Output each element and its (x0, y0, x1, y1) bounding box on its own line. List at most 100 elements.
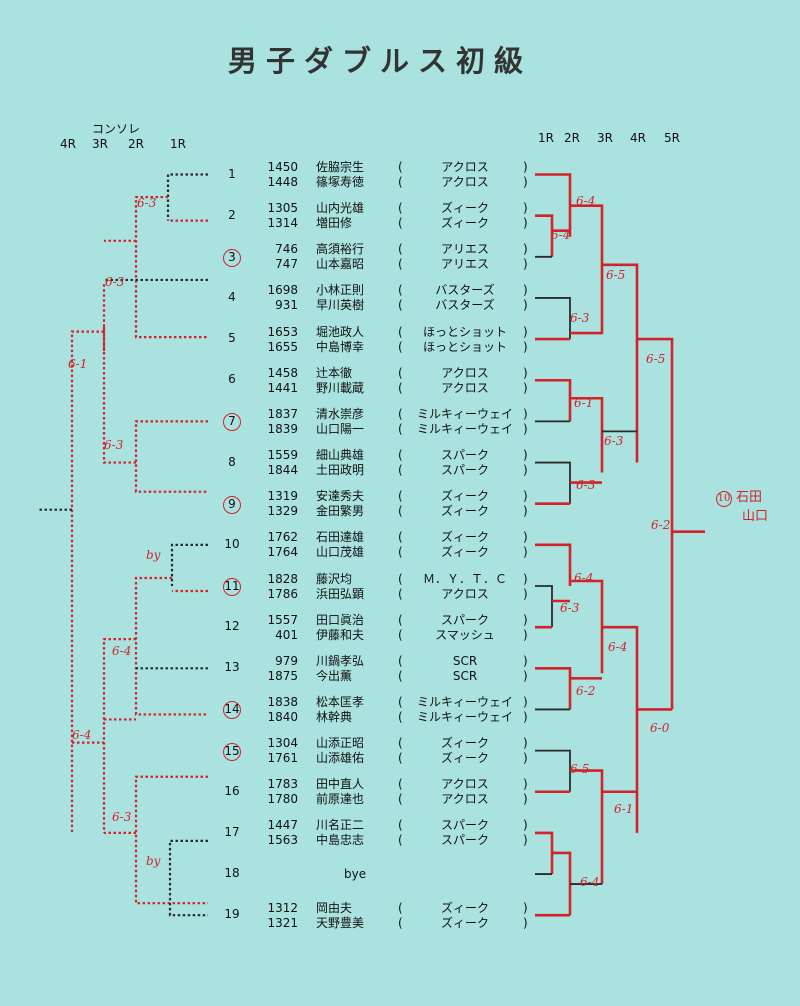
player-name: 松本匡孝 (316, 694, 365, 709)
paren-close: ) (523, 694, 528, 709)
paren-open: ( (398, 627, 403, 642)
player-club: SCR (452, 668, 478, 683)
seed-label: 11 (223, 578, 241, 596)
player-id: 1762 (267, 530, 298, 545)
paren-open: ( (398, 242, 403, 257)
right-score-11: 6-3 (560, 601, 580, 615)
paren-close: ) (523, 571, 528, 586)
player-club: スパーク (440, 612, 489, 627)
paren-close: ) (523, 653, 528, 668)
left-score-3: 6-1 (68, 357, 88, 371)
player-club: ズィーク (440, 751, 489, 766)
paren-open: ( (398, 283, 403, 298)
paren-open: ( (398, 777, 403, 792)
player-id: 1698 (267, 283, 298, 298)
seed-label: 14 (223, 701, 241, 720)
paren-close: ) (523, 545, 528, 560)
left-round-1r: 1R (170, 137, 186, 151)
player-name: 田口眞治 (316, 612, 365, 627)
seed-number-12: 12 (217, 619, 247, 633)
winner-name-2: 山口 (742, 509, 769, 524)
player-id: 1780 (267, 792, 298, 807)
player-name: 山内光雄 (316, 201, 365, 216)
player-id: 1329 (267, 504, 298, 519)
bracket-line-6 (134, 420, 208, 493)
right-round-5r: 5R (664, 131, 680, 145)
bracket-line-37 (535, 543, 572, 586)
paren-open: ( (398, 792, 403, 807)
bracket-line-42 (535, 667, 572, 710)
player-id: 1828 (267, 571, 298, 586)
player-club: ズィーク (440, 530, 489, 545)
bracket-line-7 (102, 324, 136, 464)
player-name: 増田修 (316, 216, 353, 231)
right-score-7: 6-3 (604, 434, 624, 448)
player-id: 1655 (267, 339, 298, 354)
player-id: 1840 (267, 709, 298, 724)
paren-close: ) (523, 298, 528, 313)
paren-open: ( (398, 586, 403, 601)
player-name: 藤沢均 (316, 571, 353, 586)
player-name: 野川載蔵 (316, 380, 365, 395)
player-id: 1557 (267, 612, 298, 627)
paren-close: ) (523, 339, 528, 354)
seed-label: 7 (223, 413, 241, 432)
bracket-line-17 (168, 839, 208, 917)
paren-close: ) (523, 201, 528, 216)
paren-close: ) (523, 627, 528, 642)
player-name: 山口茂雄 (316, 545, 365, 560)
bracket-line-41 (570, 579, 604, 674)
paren-open: ( (398, 694, 403, 709)
paren-open: ( (398, 915, 403, 930)
left-round-4r: 4R (60, 137, 76, 151)
seed-number-11: 11 (217, 578, 247, 596)
seed-label: 8 (228, 454, 236, 469)
player-name: 土田政明 (316, 463, 365, 478)
player-id: 1786 (267, 586, 298, 601)
player-name: 山添正昭 (316, 736, 365, 751)
player-id: 1844 (267, 463, 298, 478)
paren-close: ) (523, 833, 528, 848)
right-score-13: 6-2 (576, 684, 596, 698)
player-id: 747 (275, 257, 298, 272)
paren-close: ) (523, 216, 528, 231)
bracket-line-21 (535, 214, 554, 257)
seed-number-13: 13 (217, 660, 247, 674)
player-name: 田中直人 (316, 777, 365, 792)
player-club: バスターズ (435, 283, 495, 298)
player-club: アクロス (441, 586, 489, 601)
player-club: Ｍ．Ｙ．Ｔ．Ｃ (422, 571, 507, 586)
bracket-line-51 (552, 851, 572, 916)
player-club: スパーク (440, 818, 489, 833)
bracket-line-49 (535, 831, 554, 875)
player-name: 金田繁男 (316, 504, 365, 519)
player-club: スパーク (440, 448, 489, 463)
seed-number-18: 18 (217, 866, 247, 880)
bracket-line-38 (535, 585, 553, 628)
winner-seed: 10 (716, 491, 732, 507)
left-score-9: by (146, 854, 161, 868)
seed-label: 10 (224, 536, 240, 551)
player-id: 1559 (267, 448, 298, 463)
player-name: 山本嘉昭 (316, 257, 365, 272)
player-id: 1314 (267, 216, 298, 231)
right-score-9: 6-2 (651, 518, 671, 532)
paren-open: ( (398, 489, 403, 504)
player-name: 前原達也 (316, 792, 365, 807)
player-club: アクロス (441, 792, 489, 807)
player-club: アクロス (441, 365, 489, 380)
left-score-4: 6-3 (104, 438, 124, 452)
right-score-3: 6-5 (606, 268, 626, 282)
player-name: 早川英樹 (316, 298, 365, 313)
player-id: 1312 (267, 900, 298, 915)
seed-number-10: 10 (217, 537, 247, 551)
paren-open: ( (398, 421, 403, 436)
player-club: アクロス (441, 175, 489, 189)
player-id: 931 (275, 298, 298, 313)
bracket-line-20 (535, 173, 572, 237)
bracket-line-12 (134, 576, 208, 716)
seed-number-14: 14 (217, 701, 247, 720)
player-club: ズィーク (440, 900, 489, 915)
player-name: 岡由夫 (316, 900, 353, 915)
player-name: 篠塚寿徳 (316, 175, 365, 189)
